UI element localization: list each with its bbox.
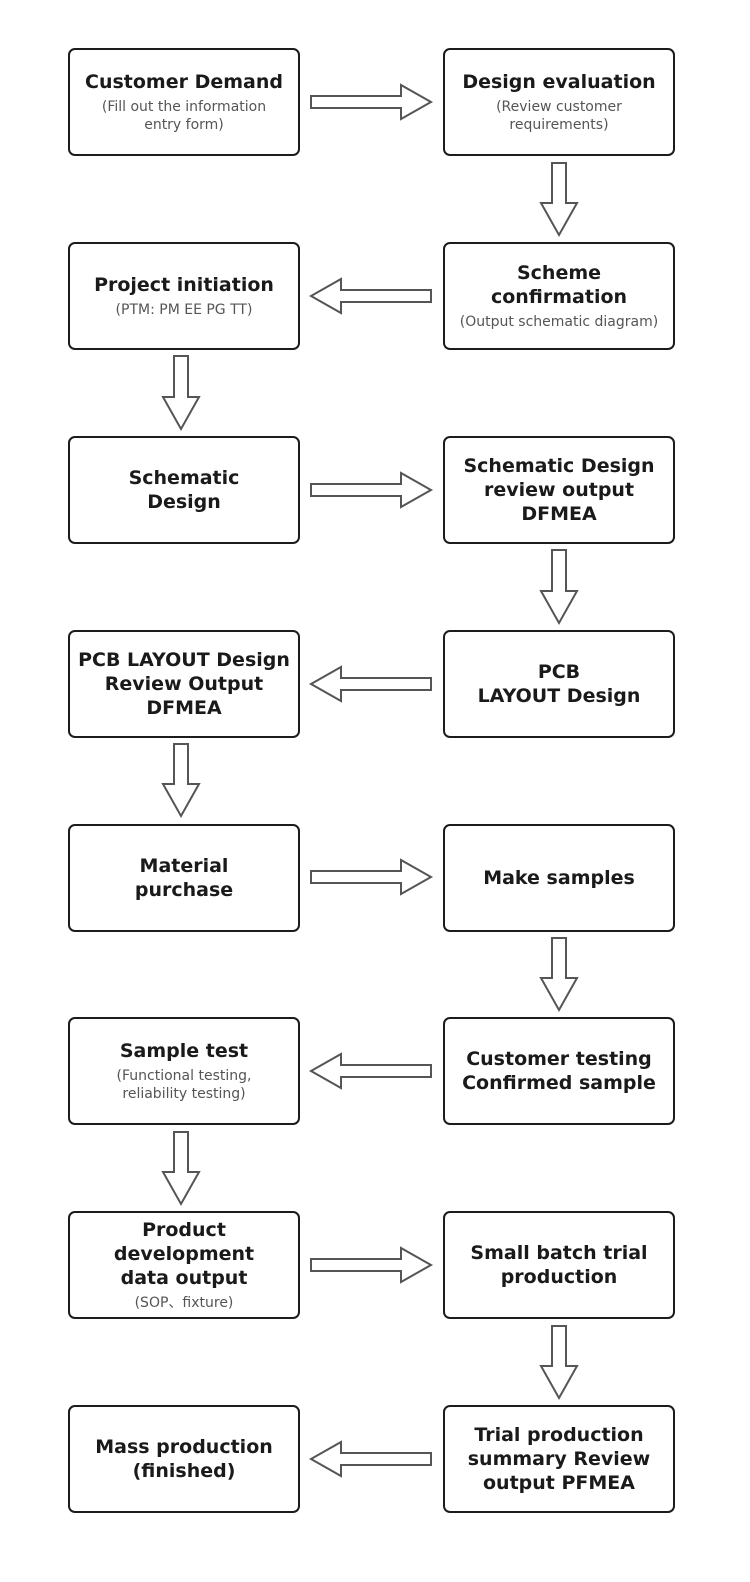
step-schematic-design: Schematic Design (68, 436, 300, 544)
step-subtitle: (Review customer requirements) (496, 99, 622, 133)
step-title: Customer Demand (85, 71, 283, 93)
step-title: Customer testing Confirmed sample (462, 1048, 656, 1094)
step-title: Trial production summary Review output P… (467, 1424, 651, 1494)
step-subtitle: (Functional testing, reliability testing… (116, 1068, 252, 1102)
step-pcb-layout-design: PCB LAYOUT Design (443, 630, 675, 738)
step-material-purchase: Material purchase (68, 824, 300, 932)
step-title: Schematic Design review output DFMEA (463, 455, 655, 525)
step-title: Make samples (483, 867, 635, 889)
step-title: Project initiation (94, 274, 274, 296)
step-title: Schematic Design (128, 467, 240, 513)
step-subtitle: (Output schematic diagram) (459, 314, 659, 330)
step-trial-summary: Trial production summary Review output P… (443, 1405, 675, 1513)
arrow-down-r1 (539, 162, 579, 238)
step-sample-test: Sample test (Functional testing, reliabi… (68, 1017, 300, 1125)
arrow-down-r3 (539, 937, 579, 1013)
step-title: Small batch trial production (470, 1242, 648, 1288)
step-title: Material purchase (134, 855, 234, 901)
step-subtitle: (PTM: PM EE PG TT) (115, 302, 253, 318)
arrow-right-2 (310, 471, 434, 509)
step-subtitle: (Fill out the information entry form) (101, 99, 267, 133)
step-title: Scheme confirmation (490, 262, 628, 308)
arrow-right-1 (310, 83, 434, 121)
step-schematic-review: Schematic Design review output DFMEA (443, 436, 675, 544)
step-title: Design evaluation (462, 71, 656, 93)
arrow-down-l2 (161, 743, 201, 819)
arrow-left-4 (308, 1440, 432, 1478)
arrow-down-r2 (539, 549, 579, 626)
step-pcb-layout-review: PCB LAYOUT Design Review Output DFMEA (68, 630, 300, 738)
step-project-initiation: Project initiation (PTM: PM EE PG TT) (68, 242, 300, 350)
step-small-batch: Small batch trial production (443, 1211, 675, 1319)
arrow-down-l1 (161, 355, 201, 432)
arrow-left-2 (308, 665, 432, 703)
step-subtitle: (SOP、fixture) (134, 1295, 234, 1311)
arrow-down-l3 (161, 1131, 201, 1207)
step-title: PCB LAYOUT Design Review Output DFMEA (78, 649, 290, 719)
arrow-left-1 (308, 277, 432, 315)
step-mass-production: Mass production (finished) (68, 1405, 300, 1513)
step-design-evaluation: Design evaluation (Review customer requi… (443, 48, 675, 156)
step-title: PCB LAYOUT Design (477, 661, 641, 707)
step-title: Product development data output (113, 1219, 255, 1289)
step-scheme-confirmation: Scheme confirmation (Output schematic di… (443, 242, 675, 350)
arrow-right-4 (310, 1246, 434, 1284)
step-title: Mass production (finished) (95, 1436, 273, 1482)
step-customer-testing: Customer testing Confirmed sample (443, 1017, 675, 1125)
arrow-left-3 (308, 1052, 432, 1090)
step-product-data-output: Product development data output (SOP、fix… (68, 1211, 300, 1319)
step-make-samples: Make samples (443, 824, 675, 932)
step-title: Sample test (119, 1040, 249, 1062)
arrow-down-r4 (539, 1325, 579, 1401)
step-customer-demand: Customer Demand (Fill out the informatio… (68, 48, 300, 156)
arrow-right-3 (310, 858, 434, 896)
